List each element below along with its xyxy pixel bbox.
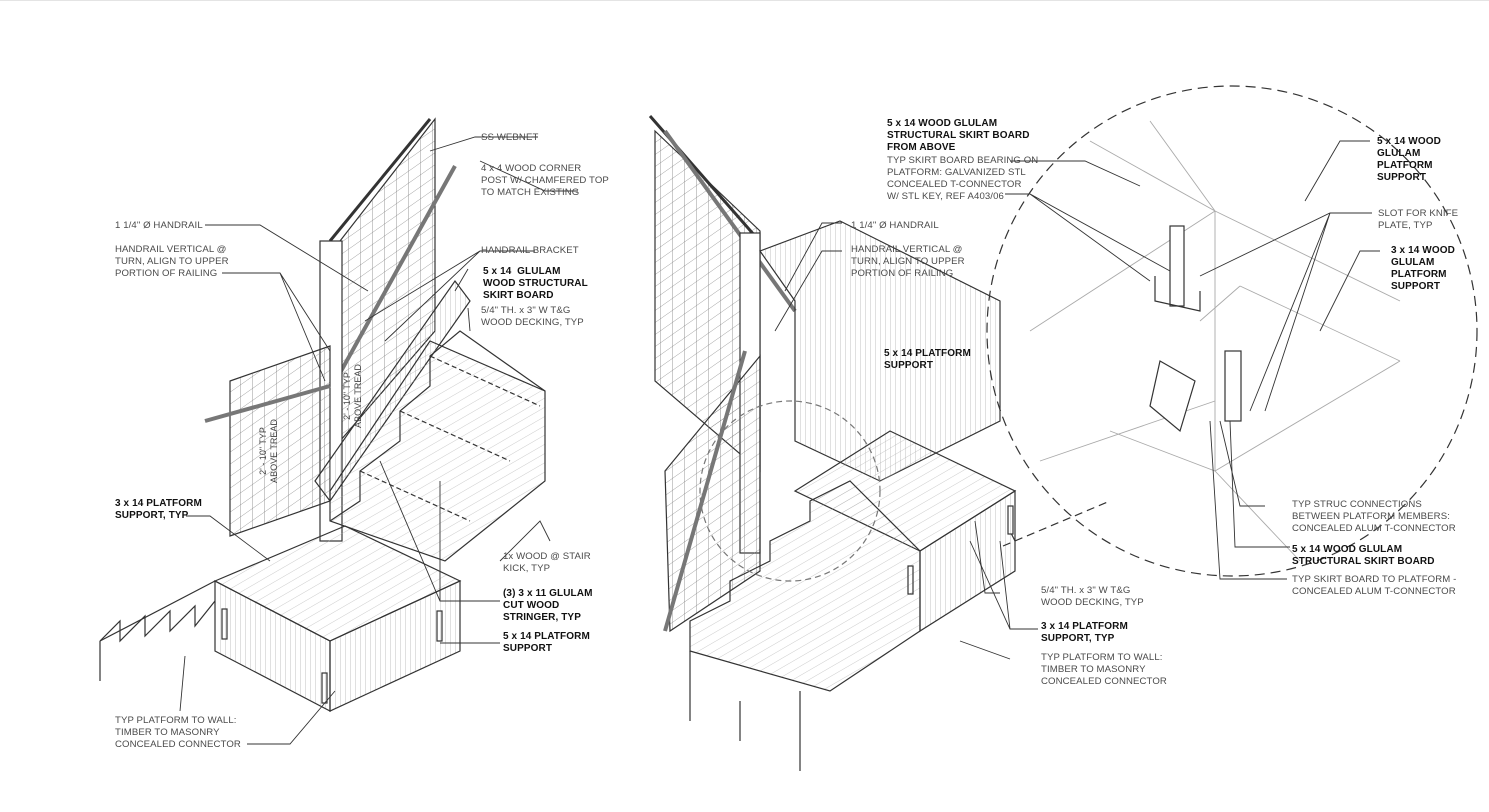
leader-lines [179,136,1380,745]
label-stair-kick: 1x WOOD @ STAIR KICK, TYP [503,551,591,574]
label-ss-webnet: SS WEBNET [481,132,539,143]
label-wood-decking: 5/4" TH. x 3" W T&G WOOD DECKING, TYP [481,305,584,328]
label-handrail-middle: 1 1/4" Ø HANDRAIL [851,220,939,231]
label-handrail-vertical-middle: HANDRAIL VERTICAL @ TURN, ALIGN TO UPPER… [851,244,965,279]
label-platform-support-5x14: 5 x 14 PLATFORM SUPPORT [503,631,590,654]
label-platform-support-3x14-middle: 3 x 14 PLATFORM SUPPORT, TYP [1041,621,1128,644]
label-wood-decking-middle: 5/4" TH. x 3" W T&G WOOD DECKING, TYP [1041,585,1144,608]
label-handrail-vertical: HANDRAIL VERTICAL @ TURN, ALIGN TO UPPER… [115,244,229,279]
connection-detail-drawing [986,85,1478,577]
dimension-rail-height-1: 2' - 10" TYP ABOVE TREAD [342,364,363,428]
dimension-rail-height-2: 2' - 10" TYP ABOVE TREAD [258,419,279,483]
label-struc-connections: TYP STRUC CONNECTIONS BETWEEN PLATFORM M… [1292,499,1456,534]
label-platform-support-5x14-middle: 5 x 14 PLATFORM SUPPORT [884,348,971,371]
label-glulam-platform-5x14: 5 x 14 WOOD GLULAM PLATFORM SUPPORT [1377,136,1441,183]
middle-stair-drawing [648,115,1017,771]
label-knife-plate-slot: SLOT FOR KNIFE PLATE, TYP [1378,208,1459,231]
label-skirt-to-platform: TYP SKIRT BOARD TO PLATFORM - CONCEALED … [1292,574,1457,597]
label-skirt-board: 5 x 14 WOOD GLULAM STRUCTURAL SKIRT BOAR… [1292,544,1435,567]
left-stair-drawing [99,117,546,712]
label-stringer: (3) 3 x 11 GLULAM CUT WOOD STRINGER, TYP [503,588,593,623]
label-glulam-skirt-board: 5 x 14 GLULAM WOOD STRUCTURAL SKIRT BOAR… [483,266,588,301]
label-handrail: 1 1/4" Ø HANDRAIL [115,220,203,231]
label-platform-to-wall: TYP PLATFORM TO WALL: TIMBER TO MASONRY … [115,715,241,750]
label-skirt-bearing: TYP SKIRT BOARD BEARING ON PLATFORM: GAL… [887,155,1039,202]
label-platform-to-wall-middle: TYP PLATFORM TO WALL: TIMBER TO MASONRY … [1041,652,1167,687]
label-glulam-platform-3x14: 3 x 14 WOOD GLULAM PLATFORM SUPPORT [1391,245,1455,292]
label-corner-post: 4 x 4 WOOD CORNER POST W/ CHAMFERED TOP … [481,163,609,198]
label-platform-support-3x14: 3 x 14 PLATFORM SUPPORT, TYP [115,498,202,521]
label-skirt-from-above: 5 x 14 WOOD GLULAM STRUCTURAL SKIRT BOAR… [887,118,1030,153]
label-handrail-bracket: HANDRAIL BRACKET [481,245,579,256]
